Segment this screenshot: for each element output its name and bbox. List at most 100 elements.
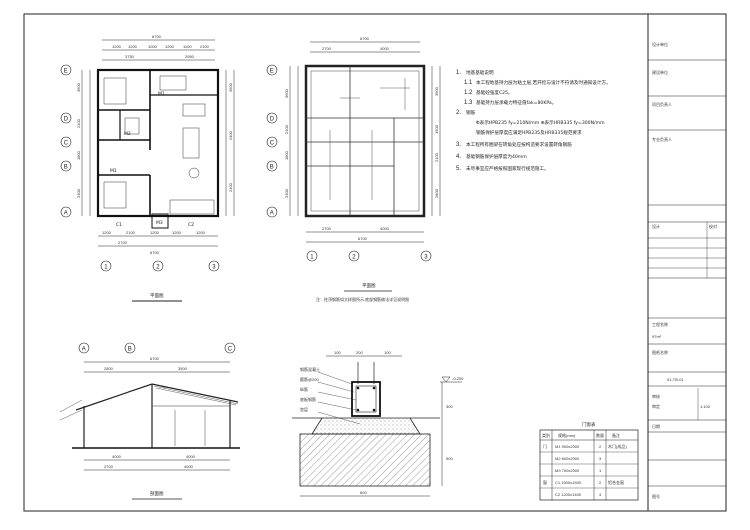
plan-axis-a: A: [64, 210, 68, 216]
tb-field-8: 审定: [652, 403, 660, 409]
plan-axis-2: 2: [156, 264, 160, 270]
note-text-5: 钢筋: [466, 109, 476, 116]
plan-dim-left-3: 1800: [76, 150, 81, 160]
plan-axis-d: D: [64, 116, 69, 122]
door-table-row-5-qty: 4: [599, 492, 602, 497]
plan-dim-top-5: 1100: [183, 44, 192, 49]
plan-axis-c: C: [64, 140, 69, 146]
tb-field-7: 审核: [652, 393, 660, 399]
section-axis-a: A: [82, 346, 86, 352]
note-text-10: 未尽事宜应严格按照国家现行规范施工。: [466, 165, 549, 172]
door-table-row-1-cat: 门: [543, 443, 547, 449]
struct-axis-b: B: [270, 164, 274, 170]
door-table-row-5-spec: C2 1200x1400: [555, 492, 582, 497]
plan-axis-b: B: [64, 164, 68, 170]
note-text-3: 基础砼强度C25。: [476, 89, 513, 96]
floor-plan-caption: 平面图: [150, 293, 164, 299]
plan-axis-3: 3: [212, 264, 216, 270]
struct-dim-left-2: 2100: [284, 124, 289, 134]
note-text-6: Φ表示HPB235 fy=210N/mm ⊕表示HRB335 fy=300N/m…: [476, 119, 605, 126]
door-table-row-3-qty: 1: [599, 468, 602, 473]
tb-field-9: 日期: [652, 423, 660, 429]
tb-drawing-label: 图纸名称: [652, 349, 668, 355]
struct-dim-bottom-2: 4000: [380, 226, 390, 231]
door-label-m1: M1: [158, 91, 165, 97]
struct-axis-1: 1: [310, 254, 314, 260]
struct-axis-a: A: [270, 210, 274, 216]
door-table-row-4-spec: C1 1500x1500: [555, 480, 582, 485]
structure-plan-subcaption: 注：柱顶钢筋如大样图所示,底部钢筋做法详见说明图: [316, 296, 409, 302]
door-label-m1b: M1: [110, 168, 117, 174]
tb-field-5: 设计: [652, 223, 660, 229]
door-label-m2: M2: [124, 131, 131, 137]
tb-field-2: 建设单位: [652, 69, 668, 75]
struct-dim-left-4: 2300: [284, 188, 289, 198]
note-num-1: 1.: [456, 70, 461, 76]
struct-dim-right-3: 2100: [434, 152, 439, 162]
plan-dim-top-1: 1200: [112, 44, 122, 49]
structure-plan: 6700 2700 4000 3600 2100 1800 2300 3600 …: [266, 36, 441, 302]
tb-field-4: 专业负责人: [652, 136, 672, 142]
plan-dim-bottom-4: 1200: [172, 230, 182, 235]
door-label-m3: M3: [156, 220, 163, 226]
door-table-row-3-spec: M3 700x2000: [555, 468, 580, 473]
tb-project-label: 工程名称: [652, 321, 668, 327]
plan-dim-bottom-3: 1200: [150, 230, 160, 235]
detail-label-1: 钢筋混凝土: [300, 366, 320, 372]
struct-axis-e: E: [270, 68, 274, 74]
note-num-3: 1.2: [464, 90, 473, 96]
struct-axis-d: D: [270, 116, 275, 122]
detail-label-3: 纵筋: [300, 386, 308, 392]
tb-field-1: 设计单位: [652, 41, 668, 47]
door-table-header-2: 规格(mm): [558, 432, 576, 438]
plan-dim-bottom-b1: 2700: [118, 240, 128, 245]
struct-dim-left-1: 3600: [284, 88, 289, 98]
note-num-8: 3.: [456, 142, 461, 148]
section-dim-total: 6700: [150, 356, 160, 361]
struct-dim-right-1: 3600: [434, 86, 439, 96]
struct-dim-top-2: 2700: [322, 46, 332, 51]
floor-plan: 6700 1200 1200 1000 1200 1100 2100 3750 …: [60, 34, 235, 302]
struct-dim-right-4: 2800: [434, 188, 439, 198]
struct-axis-2: 2: [352, 254, 356, 260]
door-table-row-4-cat: 窗: [543, 479, 547, 485]
foundation-detail: 100 200 100 钢筋混凝土 箍筋@200 纵筋 底板钢筋 垫层 300 …: [292, 350, 464, 497]
plan-axis-1: 1: [104, 264, 108, 270]
section-dim-bottom-1: 4000: [112, 454, 122, 459]
door-table-row-1-spec: M1 900x2000: [555, 444, 580, 449]
plan-dim-left-2: 2100: [76, 118, 81, 128]
tb-field-3: 项目负责人: [652, 101, 672, 107]
detail-dim-top-2: 200: [356, 350, 363, 355]
door-table-header-1: 类别: [542, 432, 550, 438]
plan-dim-total: 6700: [152, 34, 162, 39]
struct-dim-bottom-1: 2700: [322, 226, 332, 231]
detail-label-4: 底板钢筋: [300, 396, 316, 402]
tb-field-6: 校对: [709, 223, 717, 229]
section-dim-bottom-b2: 4000: [184, 464, 194, 469]
section-axis-c: C: [228, 346, 233, 352]
detail-dim-right-1: 300: [446, 404, 453, 409]
plan-dim-right-2: 2400: [228, 130, 233, 140]
section-view: A B C 6700 2800 3500 4000 4000 2700 4000…: [59, 342, 240, 500]
tb-area: 97m²: [652, 334, 662, 339]
design-notes: 1. 地基基础说明 1.1 本工程地基持力层为粘土层,若开挖与设计不符请及时通知…: [456, 69, 611, 172]
door-table-row-1-note: 木门(成品): [608, 443, 627, 449]
note-text-1: 地基基础说明: [466, 69, 494, 76]
struct-dim-right-2: 1500: [434, 124, 439, 134]
plan-dim-bottom-2: 2100: [126, 230, 136, 235]
door-table-header-3: 数量: [596, 432, 604, 438]
note-num-5: 2.: [456, 110, 461, 116]
plan-dim-left-1: 3600: [76, 82, 81, 92]
note-num-2: 1.1: [464, 80, 473, 86]
section-axis-b: B: [128, 346, 132, 352]
plan-dim-top-b2: 2950: [185, 54, 195, 59]
door-table-row-1-qty: 2: [599, 444, 602, 449]
tb-number: 01-TB-01: [667, 377, 684, 382]
struct-dim-left-3: 1800: [284, 150, 289, 160]
plan-dim-left-4: 2300: [76, 188, 81, 198]
structure-plan-caption: 平面图: [362, 283, 376, 289]
plan-dim-top-4: 1200: [165, 44, 175, 49]
section-caption: 剖面图: [150, 490, 164, 497]
door-table-header-4: 备注: [612, 432, 620, 438]
